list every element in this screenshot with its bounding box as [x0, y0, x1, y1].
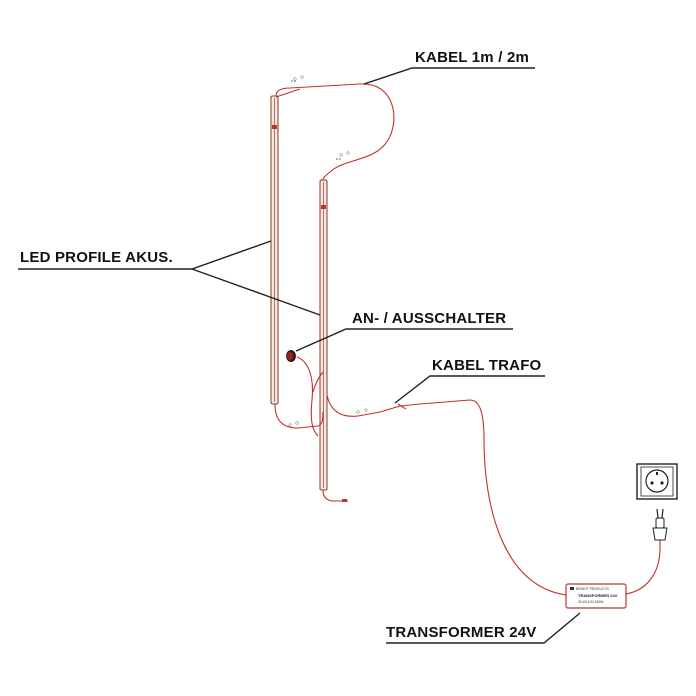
label-switch: AN- / AUSSCHALTER	[352, 310, 506, 327]
label-kabel-trafo: KABEL TRAFO	[432, 357, 542, 374]
led-profile-right	[319, 179, 328, 491]
svg-text:ℯ ℯ: ℯ ℯ	[336, 157, 341, 161]
profile-end-cable	[322, 489, 348, 502]
power-cable	[625, 540, 661, 595]
label-led-profile: LED PROFILE AKUS.	[20, 249, 173, 266]
plug-icon	[652, 508, 668, 541]
transformer-brand: BRIGHT PRODUCTS	[576, 587, 609, 591]
svg-text:ℯ ℯ: ℯ ℯ	[291, 79, 296, 83]
on-off-switch-icon	[286, 350, 324, 437]
wall-socket-icon	[636, 463, 678, 500]
transformer-spec: 30-60-100-150W	[578, 600, 604, 604]
trafo-cable	[326, 394, 567, 596]
led-profile-left	[270, 95, 279, 405]
label-kabel: KABEL 1m / 2m	[415, 49, 529, 66]
leader-lines	[18, 67, 581, 644]
connecting-cable	[275, 83, 395, 181]
transformer-title: TRANSFORMER 24V	[578, 593, 618, 598]
label-transformer: TRANSFORMER 24V	[386, 624, 537, 641]
transformer-box: BRIGHT PRODUCTS TRANSFORMER 24V 30-60-10…	[565, 583, 627, 609]
bottom-link-cable	[274, 403, 324, 429]
cable-connector-icon: ℯ ℯ ℯ ℯ	[291, 75, 350, 161]
